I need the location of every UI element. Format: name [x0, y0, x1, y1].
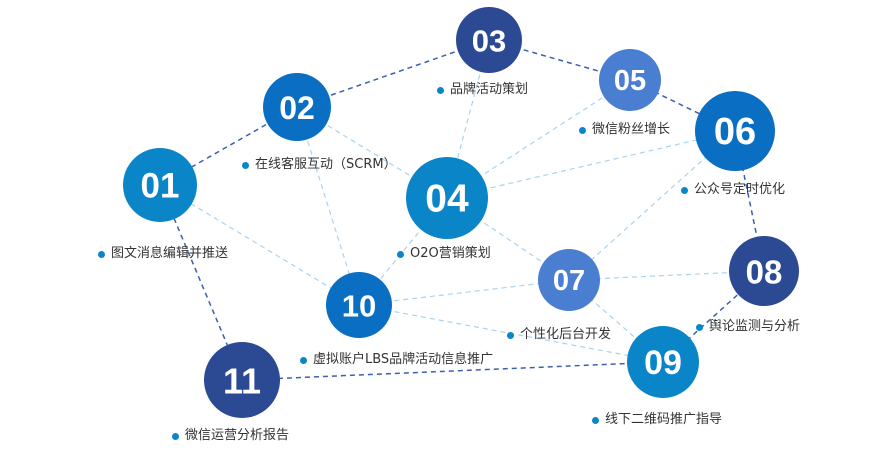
edge-02-10	[296, 106, 360, 306]
node-08: 08	[729, 236, 799, 306]
node-number: 04	[425, 178, 469, 221]
node-circle	[599, 49, 661, 111]
label-text: 线下二维码推广指导	[605, 412, 723, 427]
label-02: 在线客服互动（SCRM）	[242, 157, 397, 173]
label-11: 微信运营分析报告	[172, 428, 289, 444]
label-text: O2O营销策划	[410, 246, 491, 261]
label-text: 舆论监测与分析	[709, 319, 801, 334]
label-01: 图文消息编辑并推送	[98, 246, 228, 262]
edge-03-05	[488, 39, 631, 81]
node-03: 03	[456, 7, 522, 73]
node-circle	[729, 236, 799, 306]
node-number: 08	[746, 254, 783, 291]
bullet-icon	[437, 86, 444, 94]
bullet-icon	[172, 432, 179, 440]
node-06: 06	[695, 91, 775, 171]
label-05: 微信粉丝增长	[579, 122, 670, 138]
label-10: 虚拟账户LBS品牌活动信息推广	[300, 352, 493, 368]
node-09: 09	[627, 326, 699, 398]
node-07: 07	[538, 249, 600, 311]
node-number: 01	[141, 167, 180, 206]
bullet-icon	[98, 250, 105, 258]
node-circle	[326, 272, 392, 338]
node-number: 03	[472, 24, 506, 59]
label-06: 公众号定时优化	[681, 182, 785, 198]
node-05: 05	[599, 49, 661, 111]
node-11: 11	[204, 342, 280, 418]
node-number: 09	[644, 344, 682, 382]
bullet-icon	[397, 250, 404, 258]
label-text: 微信粉丝增长	[592, 122, 671, 137]
node-number: 10	[342, 289, 376, 324]
edge-04-07	[446, 197, 570, 281]
bullet-icon	[592, 416, 599, 424]
bullet-icon	[242, 161, 249, 169]
label-04: O2O营销策划	[397, 246, 491, 262]
label-text: 微信运营分析报告	[185, 428, 290, 443]
node-circle	[263, 73, 331, 141]
label-07: 个性化后台开发	[507, 327, 611, 343]
node-02: 02	[263, 73, 331, 141]
node-number: 11	[223, 361, 261, 402]
edge-04-06	[446, 130, 736, 199]
node-circle	[406, 157, 488, 239]
node-circle	[538, 249, 600, 311]
node-circle	[123, 148, 197, 222]
node-04: 04	[406, 157, 488, 239]
node-number: 07	[553, 265, 585, 297]
node-circle	[456, 7, 522, 73]
bullet-icon	[579, 126, 586, 134]
edge-11-09	[241, 361, 664, 381]
label-09: 线下二维码推广指导	[592, 412, 722, 428]
node-number: 06	[714, 111, 756, 153]
label-text: 虚拟账户LBS品牌活动信息推广	[313, 352, 494, 367]
bullet-icon	[507, 331, 514, 339]
node-10: 10	[326, 272, 392, 338]
edge-02-03	[296, 39, 490, 108]
label-text: 个性化后台开发	[520, 327, 612, 342]
label-03: 品牌活动策划	[437, 82, 528, 98]
label-08: 舆论监测与分析	[696, 319, 800, 335]
node-01: 01	[123, 148, 197, 222]
label-text: 图文消息编辑并推送	[111, 246, 229, 261]
node-number: 05	[614, 65, 646, 97]
label-text: 品牌活动策划	[450, 82, 529, 97]
bullet-icon	[696, 323, 703, 331]
node-number: 02	[279, 90, 315, 126]
node-circle	[204, 342, 280, 418]
label-text: 在线客服互动（SCRM）	[255, 157, 397, 172]
bullet-icon	[300, 356, 307, 364]
node-circle	[627, 326, 699, 398]
node-circle	[695, 91, 775, 171]
edge-01-10	[159, 184, 360, 306]
label-text: 公众号定时优化	[694, 182, 786, 197]
bullet-icon	[681, 186, 688, 194]
